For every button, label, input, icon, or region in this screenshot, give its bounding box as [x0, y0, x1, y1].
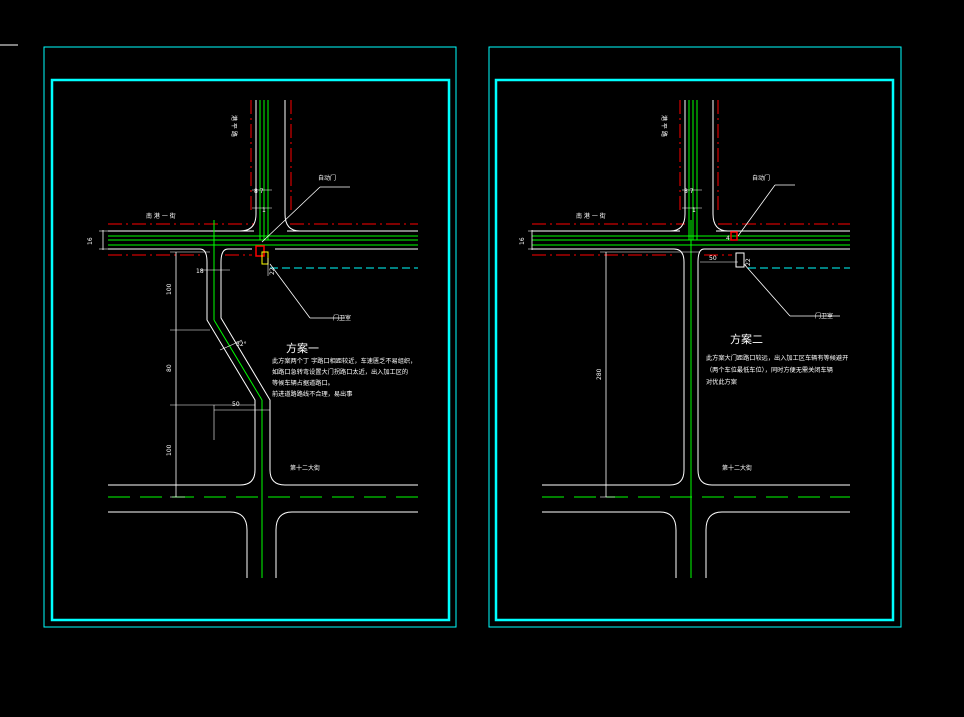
plan2-note-line-2: （两个车位最低车位），同时方便无需关闭车辆: [706, 366, 833, 374]
plan1-dimensions: [99, 189, 272, 498]
plan2-dim-22: 22: [745, 258, 752, 266]
plan1-gate-markers: [255, 186, 350, 319]
plan1-vertical-road-label: 港 平 路: [230, 115, 238, 137]
plan1-north-vertical-road: [239, 100, 301, 240]
plan1-guard-room-label: 门卫室: [333, 314, 351, 322]
plan2-outer-frame: [488, 46, 902, 628]
plan1-note-line-1: 此方案两个丁 字路口相距较近，车速匮乏不易组织，: [272, 357, 416, 365]
plan2-note-line-3: 对优此方案: [706, 378, 738, 386]
plan2-gate-markers: [730, 184, 840, 317]
plan2-title: 方案二: [730, 332, 763, 346]
plan1-outer-frame: [43, 46, 457, 628]
plan1-note-line-2: 如路口急转弯设置大门拐路口太近，出入加工区的: [272, 368, 408, 376]
plan1-dim-18: 18: [196, 268, 204, 275]
plan2-dimensions: [528, 189, 738, 498]
plan2-panel: 16 280 50 22 8 7 1 4 南 港 一 街 港 平 路 自动门 门…: [488, 46, 902, 628]
plan1-north-road: [108, 223, 418, 269]
plan2-auto-gate-label: 自动门: [752, 174, 770, 182]
plan1-dim-16: 16: [87, 237, 94, 245]
plan2-connecting-road: [669, 220, 713, 578]
plan1-street-south: 第十二大街: [290, 464, 320, 472]
plan1-dim-1: 1: [262, 207, 266, 214]
plan2-south-road: [542, 484, 850, 578]
plan2-dim-50: 50: [709, 255, 717, 262]
plan1-dim-100a: 100: [166, 283, 173, 295]
plan1-dim-80: 80: [166, 364, 173, 372]
plan1-note-line-3: 等候车辆占据道路口。: [272, 379, 334, 387]
plan2-street-north: 南 港 一 街: [576, 212, 606, 220]
plan2-note-line-1: 此方案大门距路口较远，出入加工区车辆有等候避开: [706, 354, 848, 362]
plan1-angle-32: 32°: [236, 341, 247, 348]
plan2-north-vertical-road: [669, 100, 729, 240]
plan2-dim-16: 16: [519, 237, 526, 245]
plan1-south-road: [108, 484, 418, 578]
plan2-dim-280: 280: [596, 368, 603, 380]
plan2-street-south: 第十二大街: [722, 464, 752, 472]
plan1-dim-22: 22: [269, 267, 276, 275]
plan1-title: 方案一: [286, 341, 319, 355]
plan2-vertical-road-label: 港 平 路: [660, 115, 668, 137]
plan2-dim-1: 1: [692, 207, 696, 214]
plan2-dim-4: 4: [726, 235, 730, 242]
plan1-dim-50: 50: [232, 401, 240, 408]
plan2-dim-87: 8 7: [684, 188, 694, 195]
plan1-dim-87: 8 7: [254, 188, 264, 195]
plan1-inner-frame: [50, 78, 451, 622]
plan1-dim-100b: 100: [166, 444, 173, 456]
plan1-panel: 16 18 100 80 100 50 32° 22 8 7 1 南 港 一 街…: [43, 46, 457, 628]
plan1-note-line-4: 前进道路路线不合理，易出事: [272, 390, 352, 398]
plan1-auto-gate-label: 自动门: [318, 174, 336, 182]
plan2-inner-frame: [494, 78, 895, 622]
plan1-street-north: 南 港 一 街: [146, 212, 176, 220]
plan2-guard-room-label: 门卫室: [815, 312, 833, 320]
